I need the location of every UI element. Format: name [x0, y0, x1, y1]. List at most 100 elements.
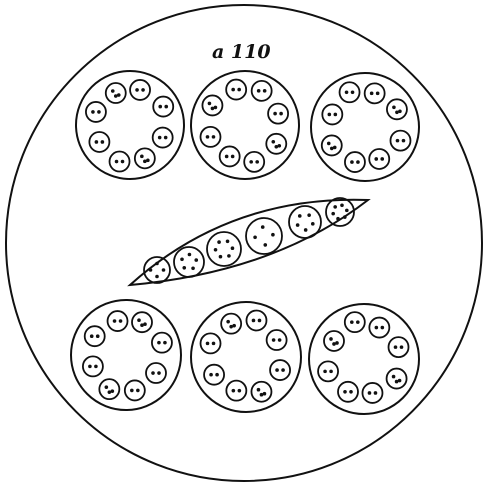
spore — [135, 148, 155, 168]
oil-droplet — [114, 94, 118, 98]
spore — [200, 127, 220, 147]
spore — [390, 131, 410, 151]
spore-wall — [130, 80, 150, 100]
spore-wall — [86, 102, 106, 122]
oil-droplet — [328, 113, 332, 117]
spore — [110, 152, 130, 172]
oil-droplet — [271, 140, 275, 144]
oil-droplet — [263, 243, 267, 247]
oil-droplet — [182, 266, 186, 270]
oil-droplet — [281, 368, 285, 372]
oil-droplet — [157, 371, 161, 375]
oil-droplet — [225, 155, 229, 159]
spore — [369, 318, 389, 338]
spore — [89, 132, 109, 152]
oil-droplet — [155, 262, 159, 266]
spore-wall — [266, 134, 286, 154]
oil-droplet — [257, 388, 261, 392]
oil-droplet — [402, 139, 406, 143]
spore — [345, 312, 365, 332]
oil-droplet — [130, 389, 134, 393]
oil-droplet — [143, 160, 147, 164]
cell-top-middle — [191, 71, 299, 179]
oil-droplet — [121, 160, 125, 164]
spore — [204, 365, 224, 385]
oil-droplet — [257, 89, 261, 93]
oil-droplet — [350, 160, 354, 164]
oil-droplet — [376, 92, 380, 96]
oil-droplet — [227, 254, 231, 258]
oil-droplet — [164, 136, 168, 140]
oil-droplet — [356, 320, 360, 324]
oil-droplet — [135, 88, 139, 92]
oil-droplet — [263, 89, 267, 93]
spore — [226, 381, 246, 401]
spore — [251, 382, 271, 402]
spore — [387, 369, 407, 389]
spore-wall — [83, 356, 103, 376]
spore-wall — [204, 365, 224, 385]
oil-droplet — [206, 342, 210, 346]
spore — [207, 232, 241, 266]
spore-wall — [146, 363, 166, 383]
spore — [340, 82, 360, 102]
spore-wall — [268, 104, 288, 124]
oil-droplet — [370, 92, 374, 96]
cell-bottom-middle — [191, 302, 301, 412]
spore-wall — [220, 146, 240, 166]
oil-droplet — [333, 205, 337, 209]
oil-droplet — [180, 257, 184, 261]
oil-droplet — [162, 268, 166, 272]
oil-droplet — [334, 113, 338, 117]
oil-droplet — [157, 341, 161, 345]
oil-droplet — [253, 235, 257, 239]
oil-droplet — [149, 268, 153, 272]
oil-droplet — [327, 142, 331, 146]
oil-droplet — [345, 90, 349, 94]
spore-wall — [318, 361, 338, 381]
oil-droplet — [329, 370, 333, 374]
spore-wall — [365, 83, 385, 103]
spore-wall — [226, 80, 246, 100]
spore-wall — [89, 132, 109, 152]
spore-wall — [201, 333, 221, 353]
oil-droplet — [336, 217, 340, 221]
oil-droplet — [140, 323, 144, 327]
oil-droplet — [212, 342, 216, 346]
spore-wall — [125, 380, 145, 400]
oil-droplet — [304, 228, 308, 232]
spore-wall — [322, 104, 342, 124]
oil-droplet — [258, 319, 262, 323]
oil-droplet — [226, 320, 230, 324]
oil-droplet — [278, 338, 282, 342]
spore — [202, 95, 222, 115]
spore — [174, 247, 204, 277]
oil-droplet — [273, 112, 277, 116]
oil-droplet — [275, 368, 279, 372]
oil-droplet — [380, 157, 384, 161]
oil-droplet — [214, 248, 218, 252]
spore-wall — [267, 330, 287, 350]
spore-wall — [246, 218, 282, 254]
oil-droplet — [155, 275, 159, 279]
oil-droplet — [232, 389, 236, 393]
oil-droplet — [191, 267, 195, 271]
spore-wall — [244, 152, 264, 172]
oil-droplet — [163, 341, 167, 345]
oil-droplet — [215, 373, 219, 377]
oil-droplet — [374, 391, 378, 395]
spore — [338, 382, 358, 402]
oil-droplet — [105, 385, 109, 389]
spore-wall — [362, 383, 382, 403]
spore — [324, 331, 344, 351]
spore-wall — [369, 149, 389, 169]
oil-droplet — [381, 326, 385, 330]
figure-label: a 110 — [212, 41, 271, 63]
oil-droplet — [374, 157, 378, 161]
oil-droplet — [208, 102, 212, 106]
spore-wall — [202, 95, 222, 115]
spore — [226, 80, 246, 100]
oil-droplet — [137, 318, 141, 322]
oil-droplet — [249, 160, 253, 164]
oil-droplet — [271, 233, 275, 237]
